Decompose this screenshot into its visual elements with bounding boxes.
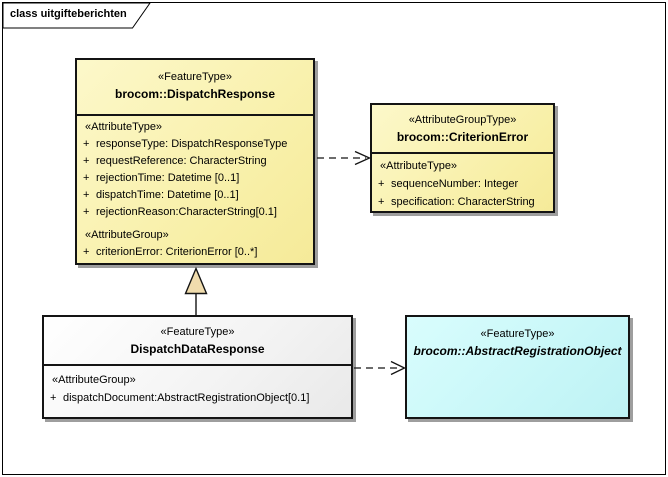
attribute-text: responseType: DispatchResponseType xyxy=(96,138,288,150)
attribute-row: + criterionError: CriterionError [0..*] xyxy=(77,244,313,261)
class-abstract-registration-object[interactable]: «FeatureType» brocom::AbstractRegistrati… xyxy=(405,315,630,419)
class-criterion-error[interactable]: «AttributeGroupType» brocom::CriterionEr… xyxy=(370,103,555,213)
generalization-arrowhead-icon xyxy=(184,266,208,295)
stereotype-label: «FeatureType» xyxy=(160,326,235,338)
class-dispatch-data-response[interactable]: «FeatureType» DispatchDataResponse «Attr… xyxy=(42,315,353,419)
class-header: «FeatureType» DispatchDataResponse xyxy=(44,317,351,364)
attribute-text: rejectionTime: Datetime [0..1] xyxy=(96,172,240,184)
stereotype-label: «FeatureType» xyxy=(158,71,232,83)
visibility-marker: + xyxy=(83,138,90,150)
visibility-marker: + xyxy=(83,206,90,218)
section-label: «AttributeType» xyxy=(380,160,458,172)
dependency-arrowhead-abstract-registration-icon xyxy=(390,360,406,376)
visibility-marker: + xyxy=(83,189,90,201)
attributes-compartment: «AttributeGroup» + dispatchDocument:Abstr… xyxy=(44,364,351,407)
attribute-row: + dispatchDocument:AbstractRegistrationOb… xyxy=(44,389,351,407)
visibility-marker: + xyxy=(83,155,90,167)
attribute-row: + requestReference: CharacterString xyxy=(77,153,313,170)
attribute-text: dispatchTime: Datetime [0..1] xyxy=(96,189,239,201)
attributes-compartment: «AttributeType» + sequenceNumber: Integer… xyxy=(372,152,553,211)
visibility-marker: + xyxy=(378,196,385,208)
attribute-row: + responseType: DispatchResponseType xyxy=(77,136,313,153)
class-header: «FeatureType» brocom::AbstractRegistrati… xyxy=(407,317,628,361)
stereotype-label: «AttributeGroupType» xyxy=(408,114,517,126)
class-header: «FeatureType» brocom::DispatchResponse xyxy=(77,60,313,114)
visibility-marker: + xyxy=(378,178,385,190)
dependency-arrowhead-criterion-error-icon xyxy=(354,150,372,166)
class-name: DispatchDataResponse xyxy=(130,342,265,356)
class-dispatch-response[interactable]: «FeatureType» brocom::DispatchResponse «… xyxy=(75,58,315,265)
attribute-text: criterionError: CriterionError [0..*] xyxy=(96,246,258,258)
visibility-marker: + xyxy=(50,392,57,404)
attribute-row: + sequenceNumber: Integer xyxy=(372,175,553,193)
diagram-title-tab xyxy=(2,2,151,29)
class-name: brocom::CriterionError xyxy=(396,130,529,144)
class-name: brocom::DispatchResponse xyxy=(114,87,276,101)
attribute-text: requestReference: CharacterString xyxy=(96,155,267,167)
attributes-compartment: «AttributeType» + responseType: DispatchR… xyxy=(77,114,313,261)
attribute-row: + rejectionReason:CharacterString[0.1] xyxy=(77,204,313,221)
section-label: «AttributeType» xyxy=(85,121,163,133)
class-name: brocom::AbstractRegistrationObject xyxy=(413,344,622,358)
stereotype-label: «FeatureType» xyxy=(480,328,555,340)
section-label: «AttributeGroup» xyxy=(52,374,136,386)
diagram-title: class uitgifteberichten xyxy=(10,8,127,20)
visibility-marker: + xyxy=(83,246,90,258)
attribute-text: specification: CharacterString xyxy=(391,196,535,208)
attribute-row: + dispatchTime: Datetime [0..1] xyxy=(77,187,313,204)
attribute-text: sequenceNumber: Integer xyxy=(391,178,519,190)
class-header: «AttributeGroupType» brocom::CriterionEr… xyxy=(372,105,553,152)
visibility-marker: + xyxy=(83,172,90,184)
attribute-row: + specification: CharacterString xyxy=(372,193,553,211)
attribute-row: + rejectionTime: Datetime [0..1] xyxy=(77,170,313,187)
section-label: «AttributeGroup» xyxy=(85,229,169,241)
attribute-text: rejectionReason:CharacterString[0.1] xyxy=(96,206,277,218)
attribute-text: dispatchDocument:AbstractRegistrationObj… xyxy=(63,392,310,404)
